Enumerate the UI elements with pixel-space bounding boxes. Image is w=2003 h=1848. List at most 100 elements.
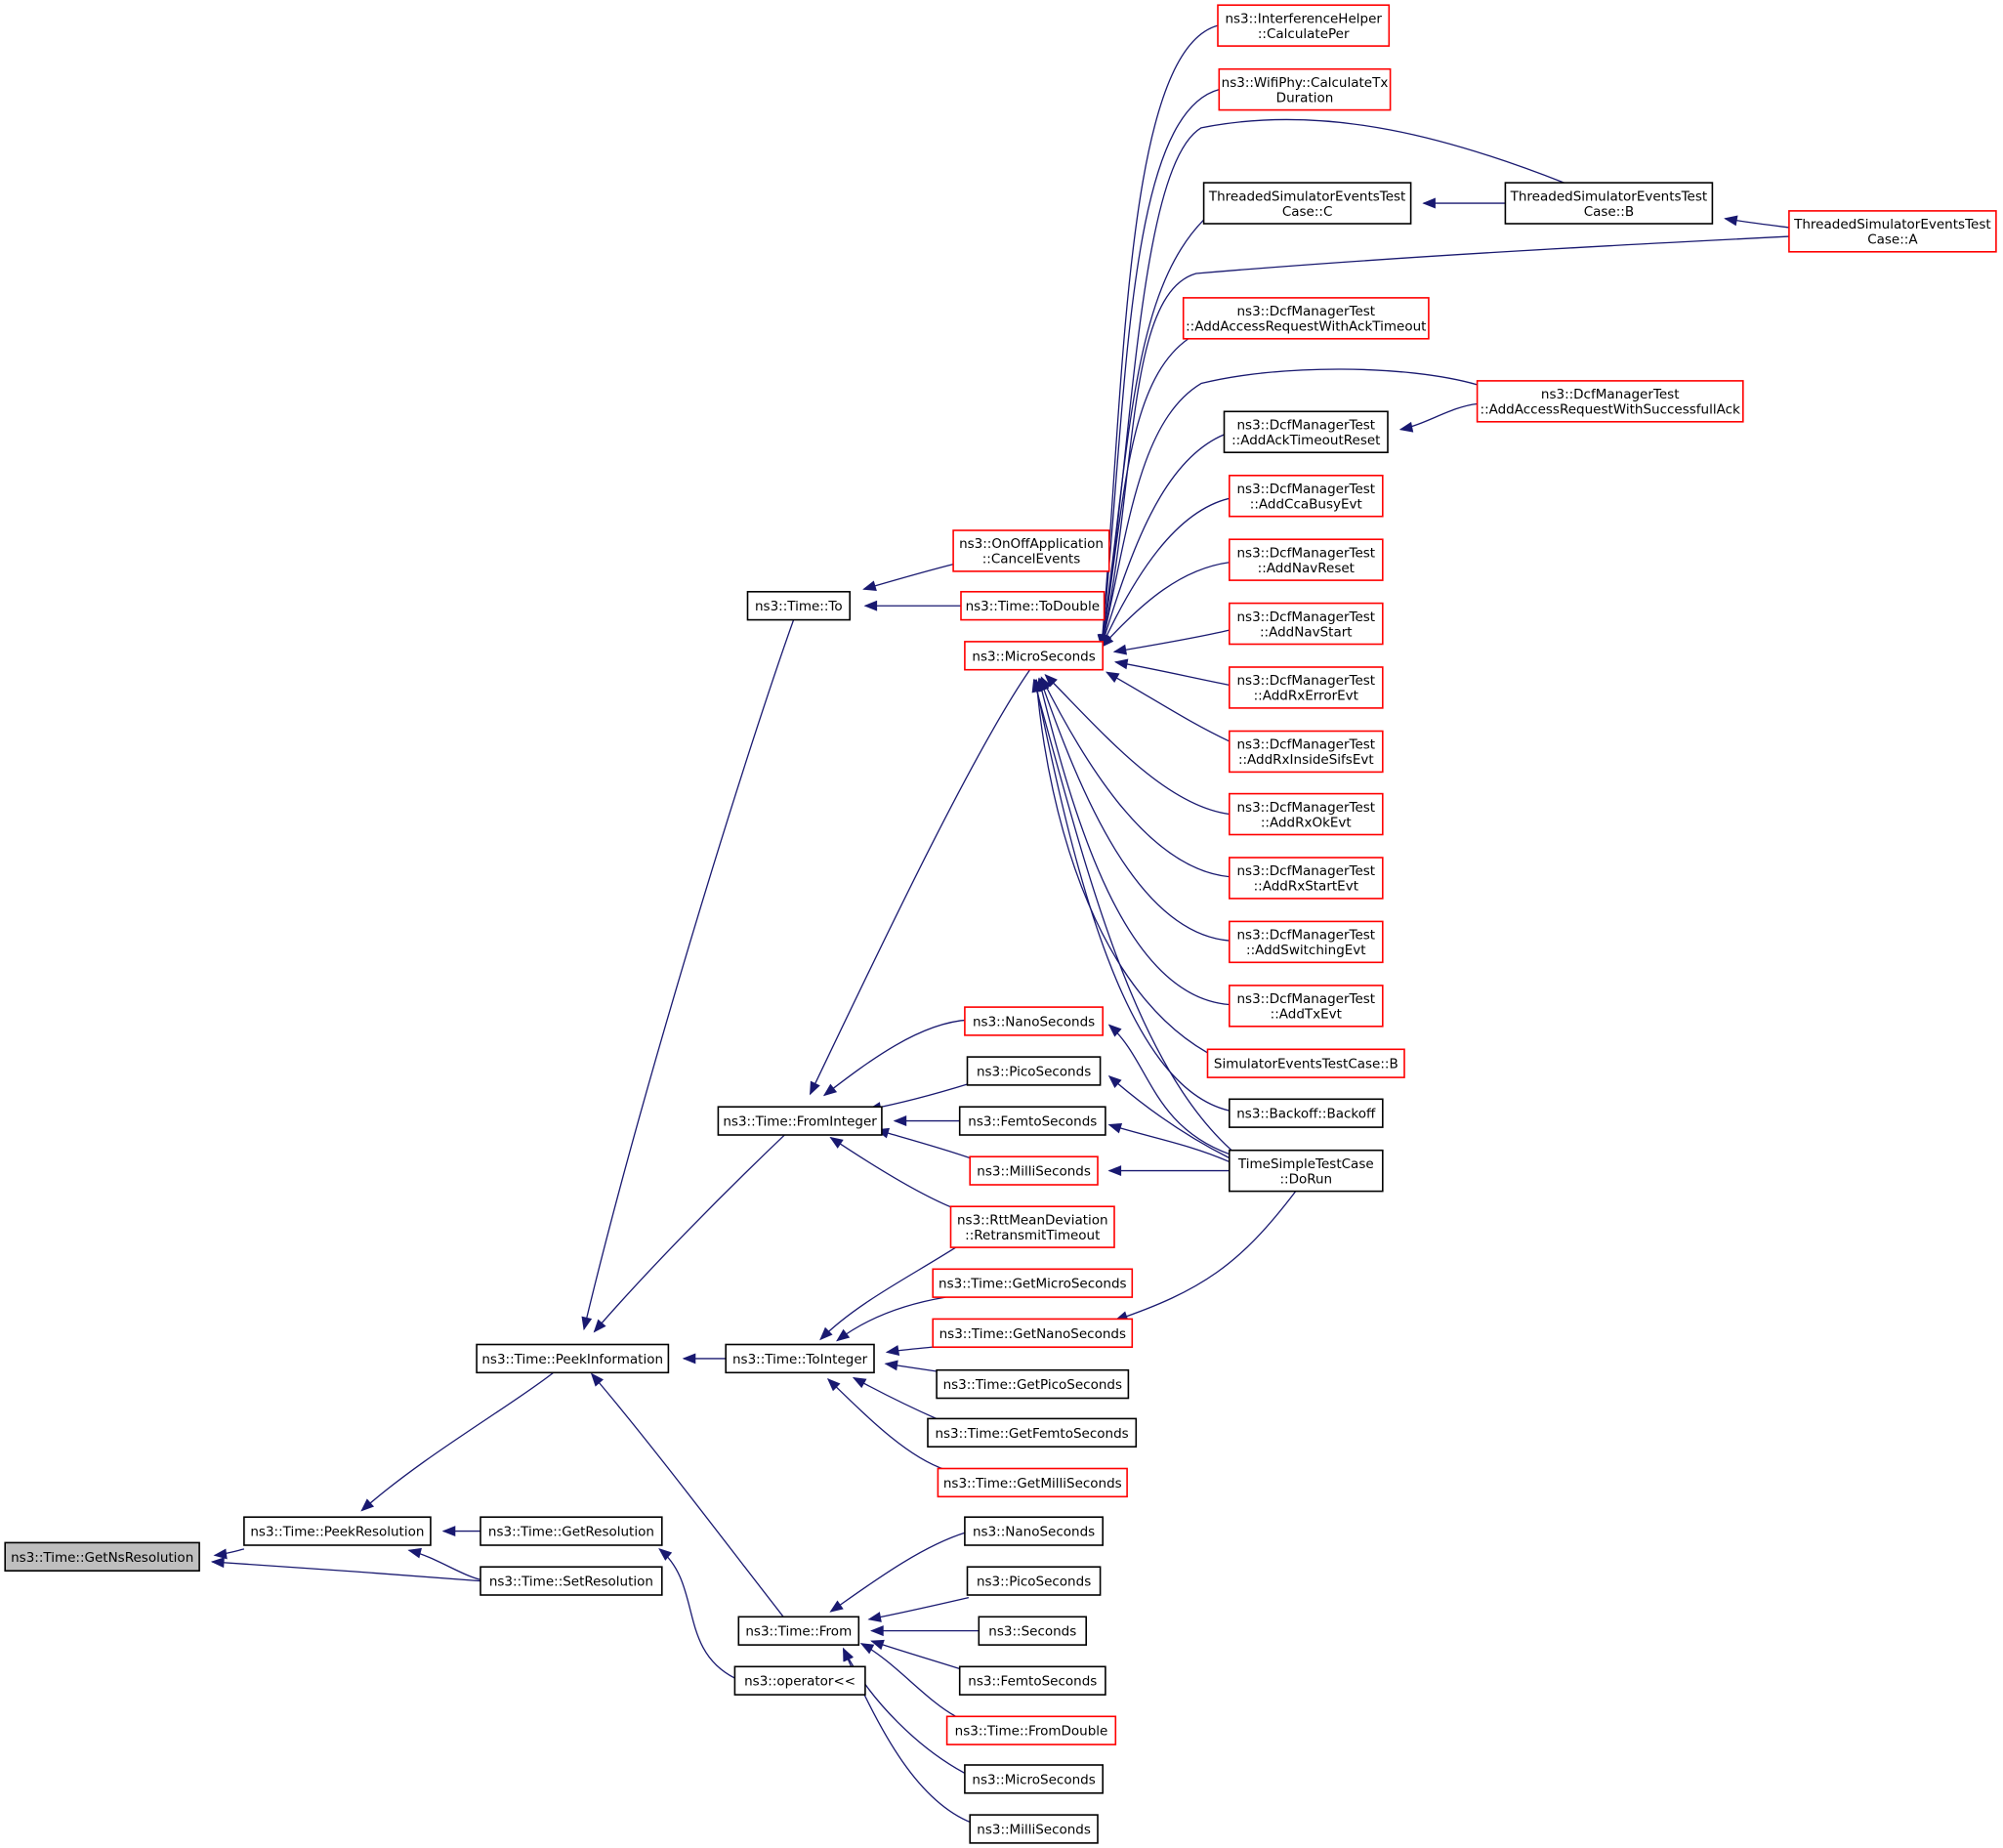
node-nano1[interactable]: ns3::NanoSeconds xyxy=(964,1006,1105,1036)
node-label: ns3::DcfManagerTest xyxy=(1236,673,1375,689)
node-label: ::AddCcaBusyEvt xyxy=(1250,496,1362,512)
node-box xyxy=(937,1467,1128,1498)
node-box xyxy=(1206,1048,1405,1078)
node-opshift[interactable]: ns3::operator<< xyxy=(733,1665,866,1696)
node-box xyxy=(1202,182,1412,225)
edge-arrowhead xyxy=(870,1639,885,1651)
node-fromdouble[interactable]: ns3::Time::FromDouble xyxy=(945,1715,1117,1745)
node-dcfrxsifs[interactable]: ns3::DcfManagerTest::AddRxInsideSifsEvt xyxy=(1229,730,1384,774)
node-label: ::RetransmitTimeout xyxy=(965,1228,1100,1243)
edge-getnano-to-toint xyxy=(885,1345,933,1356)
node-label: ::CancelEvents xyxy=(982,552,1081,567)
edge-arrowhead xyxy=(1107,1074,1122,1088)
node-peekinfo[interactable]: ns3::Time::PeekInformation xyxy=(476,1343,670,1374)
node-setres[interactable]: ns3::Time::SetResolution xyxy=(480,1566,663,1596)
edge-line xyxy=(824,1020,969,1095)
node-box xyxy=(480,1566,663,1596)
node-box xyxy=(964,1006,1105,1036)
node-dcfackto[interactable]: ns3::DcfManagerTest::AddAccessRequestWit… xyxy=(1182,297,1430,340)
node-backoff[interactable]: ns3::Backoff::Backoff xyxy=(1229,1098,1384,1128)
node-femto1[interactable]: ns3::FemtoSeconds xyxy=(958,1106,1106,1136)
edge-arrowhead xyxy=(1106,671,1120,683)
edge-line xyxy=(811,670,1030,1094)
edge-arrowhead xyxy=(829,1136,844,1149)
node-from[interactable]: ns3::Time::From xyxy=(737,1616,860,1646)
node-box xyxy=(243,1516,432,1546)
node-label: ns3::DcfManagerTest xyxy=(1236,545,1375,561)
node-box xyxy=(1223,410,1389,453)
node-dcfackreset[interactable]: ns3::DcfManagerTest::AddAckTimeoutReset xyxy=(1223,410,1389,453)
node-box xyxy=(1182,297,1430,340)
node-dcfrxok[interactable]: ns3::DcfManagerTest::AddRxOkEvt xyxy=(1229,792,1384,836)
edge-line xyxy=(1035,680,1230,1111)
node-dcfsucc[interactable]: ns3::DcfManagerTest::AddAccessRequestWit… xyxy=(1476,380,1744,423)
edge-line xyxy=(1040,679,1230,941)
node-rtt[interactable]: ns3::RttMeanDeviation::RetransmitTimeout xyxy=(949,1205,1115,1248)
node-onoff[interactable]: ns3::OnOffApplication::CancelEvents xyxy=(952,529,1110,572)
edge-dcfrxok-to-micro1 xyxy=(1044,673,1229,815)
node-femto2[interactable]: ns3::FemtoSeconds xyxy=(958,1665,1106,1696)
edge-tsimple-to-getnano xyxy=(1114,1192,1296,1322)
edge-line xyxy=(1102,119,1565,647)
node-dcfnavreset[interactable]: ns3::DcfManagerTest::AddNavReset xyxy=(1229,538,1384,581)
node-dcfnavstart[interactable]: ns3::DcfManagerTest::AddNavStart xyxy=(1229,602,1384,646)
node-dcfswitch[interactable]: ns3::DcfManagerTest::AddSwitchingEvt xyxy=(1229,920,1384,964)
node-box xyxy=(932,1268,1134,1298)
node-milli1[interactable]: ns3::MilliSeconds xyxy=(969,1155,1099,1186)
node-dcfrxstart[interactable]: ns3::DcfManagerTest::AddRxStartEvt xyxy=(1229,857,1384,900)
edge-arrowhead xyxy=(843,1647,854,1662)
node-label: ns3::Seconds xyxy=(988,1624,1076,1640)
edge-arrowhead xyxy=(441,1526,456,1537)
node-tsimple[interactable]: TimeSimpleTestCase::DoRun xyxy=(1229,1149,1384,1193)
edge-arrowhead xyxy=(810,1080,820,1096)
edge-arrowhead xyxy=(1107,1165,1122,1177)
node-nano2[interactable]: ns3::NanoSeconds xyxy=(964,1516,1105,1546)
node-box xyxy=(927,1417,1138,1449)
edge-line xyxy=(1114,630,1230,651)
edge-line xyxy=(1115,662,1229,686)
node-fromint[interactable]: ns3::Time::FromInteger xyxy=(717,1106,883,1136)
node-getfemto[interactable]: ns3::Time::GetFemtoSeconds xyxy=(927,1417,1138,1449)
node-dcftx[interactable]: ns3::DcfManagerTest::AddTxEvt xyxy=(1229,985,1384,1028)
node-getmicro[interactable]: ns3::Time::GetMicroSeconds xyxy=(932,1268,1134,1298)
node-toint[interactable]: ns3::Time::ToInteger xyxy=(725,1343,875,1374)
node-to[interactable]: ns3::Time::To xyxy=(746,590,851,621)
node-getpico[interactable]: ns3::Time::GetPicoSeconds xyxy=(936,1368,1130,1400)
node-box xyxy=(1229,730,1384,774)
node-label: ns3::Time::To xyxy=(755,599,843,614)
node-box xyxy=(958,1665,1106,1696)
edge-line xyxy=(1102,563,1230,647)
node-label: ::AddRxOkEvt xyxy=(1261,815,1352,830)
edge-line xyxy=(871,1641,961,1669)
node-label: ns3::DcfManagerTest xyxy=(1236,418,1375,434)
node-micro2[interactable]: ns3::MicroSeconds xyxy=(964,1764,1105,1794)
node-box xyxy=(964,1764,1105,1794)
node-micro1[interactable]: ns3::MicroSeconds xyxy=(964,641,1105,671)
node-todouble[interactable]: ns3::Time::ToDouble xyxy=(960,590,1106,621)
edge-line xyxy=(1039,679,1230,1005)
edge-tsimple-to-milli1 xyxy=(1107,1165,1230,1177)
node-getres[interactable]: ns3::Time::GetResolution xyxy=(480,1516,663,1546)
node-label: ns3::Time::From xyxy=(745,1624,852,1640)
node-simb[interactable]: SimulatorEventsTestCase::B xyxy=(1206,1048,1405,1078)
node-pico2[interactable]: ns3::PicoSeconds xyxy=(966,1566,1102,1596)
node-getnano[interactable]: ns3::Time::GetNanoSeconds xyxy=(932,1318,1134,1349)
node-label: ThreadedSimulatorEventsTest xyxy=(1793,217,1991,232)
node-calcper[interactable]: ns3::InterferenceHelper::CalculatePer xyxy=(1217,4,1391,47)
node-label: ::AddSwitchingEvt xyxy=(1246,943,1366,958)
node-getns[interactable]: ns3::Time::GetNsResolution xyxy=(4,1541,200,1573)
node-dcfrxerr[interactable]: ns3::DcfManagerTest::AddRxErrorEvt xyxy=(1229,666,1384,709)
node-label: ::AddAckTimeoutReset xyxy=(1231,433,1380,448)
node-peekres[interactable]: ns3::Time::PeekResolution xyxy=(243,1516,432,1546)
node-milli2[interactable]: ns3::MilliSeconds xyxy=(969,1814,1099,1844)
node-getmilli[interactable]: ns3::Time::GetMilliSeconds xyxy=(937,1467,1128,1498)
node-pico1[interactable]: ns3::PicoSeconds xyxy=(966,1056,1102,1086)
node-seconds[interactable]: ns3::Seconds xyxy=(978,1616,1087,1646)
edge-tseta-to-tsetb xyxy=(1724,215,1788,228)
node-label: SimulatorEventsTestCase::B xyxy=(1214,1057,1398,1072)
node-dcfcca[interactable]: ns3::DcfManagerTest::AddCcaBusyEvt xyxy=(1229,474,1384,518)
